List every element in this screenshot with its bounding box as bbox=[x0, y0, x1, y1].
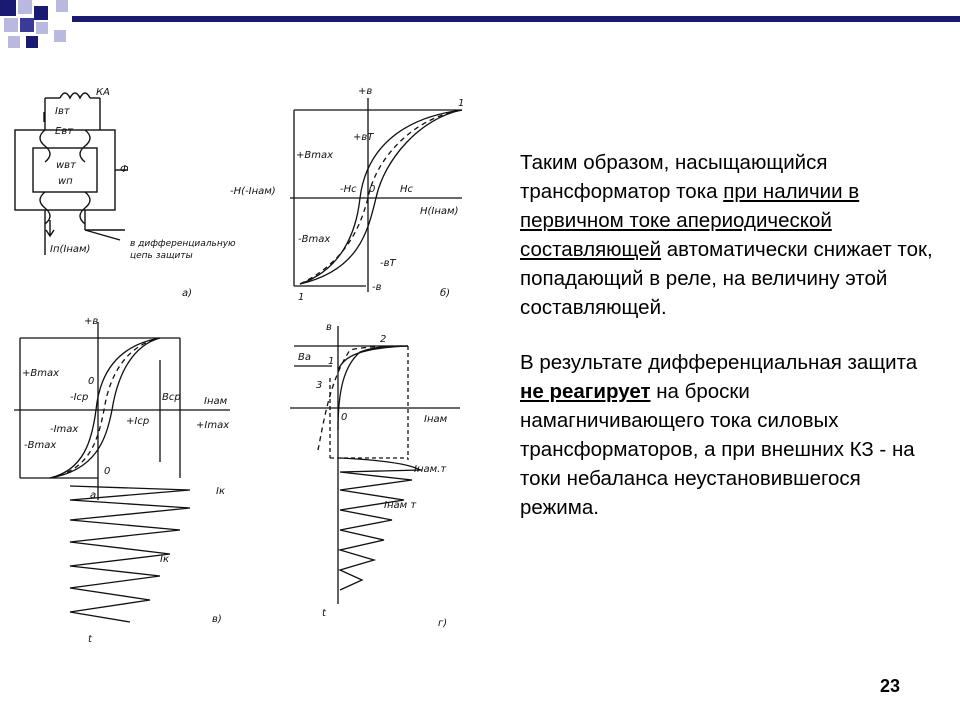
label-w-p: wп bbox=[58, 176, 73, 187]
label-note-2: цепь защиты bbox=[130, 251, 193, 261]
label-w-vt: wвт bbox=[56, 160, 77, 171]
subfigure-g-labels: в Bа 1 2 3 0 Iнам Iнам.т Iнам т t г) bbox=[298, 322, 448, 629]
top-rule bbox=[72, 16, 960, 22]
body-text: Таким образом, насыщающийся трансформато… bbox=[520, 148, 940, 548]
paragraph-2: В результате дифференциальная защита не … bbox=[520, 348, 940, 522]
decor-square bbox=[0, 0, 16, 16]
subfigure-b-labels: +в +Bmax +вT -Hc 0 Hc -H(-Iнам) H(Iнам) … bbox=[230, 86, 464, 303]
label-i-p: Iп(Iнам) bbox=[50, 244, 90, 255]
label-v-ik2: Iк bbox=[160, 554, 169, 565]
label-minus-b: -в bbox=[372, 282, 382, 293]
label-g-i-nam-t: Iнам.т bbox=[414, 464, 447, 475]
label-hc-pos: Hc bbox=[400, 184, 414, 195]
label-g-i-nam: Iнам bbox=[424, 414, 448, 425]
label-v-ik: Iк bbox=[216, 486, 225, 497]
label-hc-neg: -Hc bbox=[340, 184, 357, 195]
label-bmax-pos: +Bmax bbox=[296, 150, 333, 161]
paragraph-1: Таким образом, насыщающийся трансформато… bbox=[520, 148, 940, 322]
slide-number: 23 bbox=[880, 676, 901, 696]
label-v-imax-pos: +Imax bbox=[196, 420, 229, 431]
caption-a: а) bbox=[182, 288, 192, 299]
label-v-a: а bbox=[90, 490, 96, 501]
label-v-icp-neg: -Iср bbox=[70, 392, 88, 403]
p1-text-end: автоматически снижает ток, попадающий в … bbox=[520, 238, 933, 319]
label-v-plus-b: +в bbox=[84, 316, 98, 327]
decor-square bbox=[34, 6, 48, 20]
decor-square bbox=[26, 36, 38, 48]
label-v-t: t bbox=[88, 634, 93, 645]
subfigure-v bbox=[14, 322, 230, 623]
p2-emphasis: не реагирует bbox=[520, 380, 651, 403]
label-e-vt: Eвт bbox=[55, 126, 74, 137]
p2-text-end: на броски намагничивающего тока силовых … bbox=[520, 380, 915, 519]
label-v-imax-neg: -Imax bbox=[50, 424, 78, 435]
label-g-i-nam-t2: Iнам т bbox=[384, 500, 417, 511]
decor-square bbox=[36, 22, 48, 34]
label-v-zero: 0 bbox=[88, 376, 94, 387]
label-zero-b: 0 bbox=[369, 184, 375, 195]
label-bmax-neg: -Bmax bbox=[298, 234, 330, 245]
decor-square bbox=[56, 0, 68, 12]
label-h-pos: H(Iнам) bbox=[420, 206, 458, 217]
label-ka: КА bbox=[96, 87, 110, 98]
label-phi: Ф bbox=[120, 164, 129, 175]
subfigure-g bbox=[290, 326, 460, 604]
label-i-vt: Iвт bbox=[55, 106, 71, 117]
subfigure-a-labels: КА Iвт Eвт wвт wп Ф Iп(Iнам) в дифференц… bbox=[50, 87, 236, 299]
decor-square bbox=[20, 18, 34, 32]
label-v-bcp: Bср bbox=[162, 392, 181, 403]
label-v-i-nam: Iнам bbox=[204, 396, 228, 407]
decor-square bbox=[18, 0, 32, 14]
caption-g: г) bbox=[438, 618, 447, 629]
subfigure-a bbox=[14, 92, 128, 255]
label-g-zero: 0 bbox=[341, 412, 347, 423]
label-pt1-bottom: 1 bbox=[298, 292, 304, 303]
label-pt1-top: 1 bbox=[458, 98, 464, 109]
label-bt-neg: -вT bbox=[380, 258, 397, 269]
label-g-pt3: 3 bbox=[316, 380, 322, 391]
label-v-zero-2: 0 bbox=[104, 466, 110, 477]
subfigure-v-labels: +в +Bmax 0 -Iср Bср Iнам +Iср -Imax +Ima… bbox=[22, 316, 229, 645]
label-v-bmax-neg: -Bmax bbox=[24, 440, 56, 451]
decor-square bbox=[8, 36, 20, 48]
technical-figure: КА Iвт Eвт wвт wп Ф Iп(Iнам) в дифференц… bbox=[14, 86, 464, 645]
label-g-pt2: 2 bbox=[380, 334, 386, 345]
label-v-icp-pos: +Iср bbox=[126, 416, 149, 427]
label-plus-b: +в bbox=[358, 86, 372, 97]
decor-square bbox=[54, 30, 66, 42]
caption-b: б) bbox=[440, 287, 450, 299]
p1-underlined: при наличии в первичном токе апериодичес… bbox=[520, 180, 860, 261]
label-g-ba: Bа bbox=[298, 352, 311, 363]
p2-text-start: В результате дифференциальная защита bbox=[520, 351, 918, 374]
label-h-neg: -H(-Iнам) bbox=[230, 186, 276, 197]
label-g-b: в bbox=[326, 322, 332, 333]
label-bt-pos: +вT bbox=[353, 132, 374, 143]
decor-square bbox=[4, 18, 18, 32]
caption-v: в) bbox=[212, 614, 222, 625]
slide-decoration bbox=[0, 0, 960, 48]
subfigure-b bbox=[290, 98, 463, 292]
label-note-1: в дифференциальную bbox=[130, 239, 236, 249]
label-v-bmax-pos: +Bmax bbox=[22, 368, 59, 379]
label-g-t: t bbox=[322, 608, 327, 619]
p1-text-start: Таким образом, насыщающийся трансформато… bbox=[520, 151, 828, 203]
label-g-pt1: 1 bbox=[328, 356, 334, 367]
